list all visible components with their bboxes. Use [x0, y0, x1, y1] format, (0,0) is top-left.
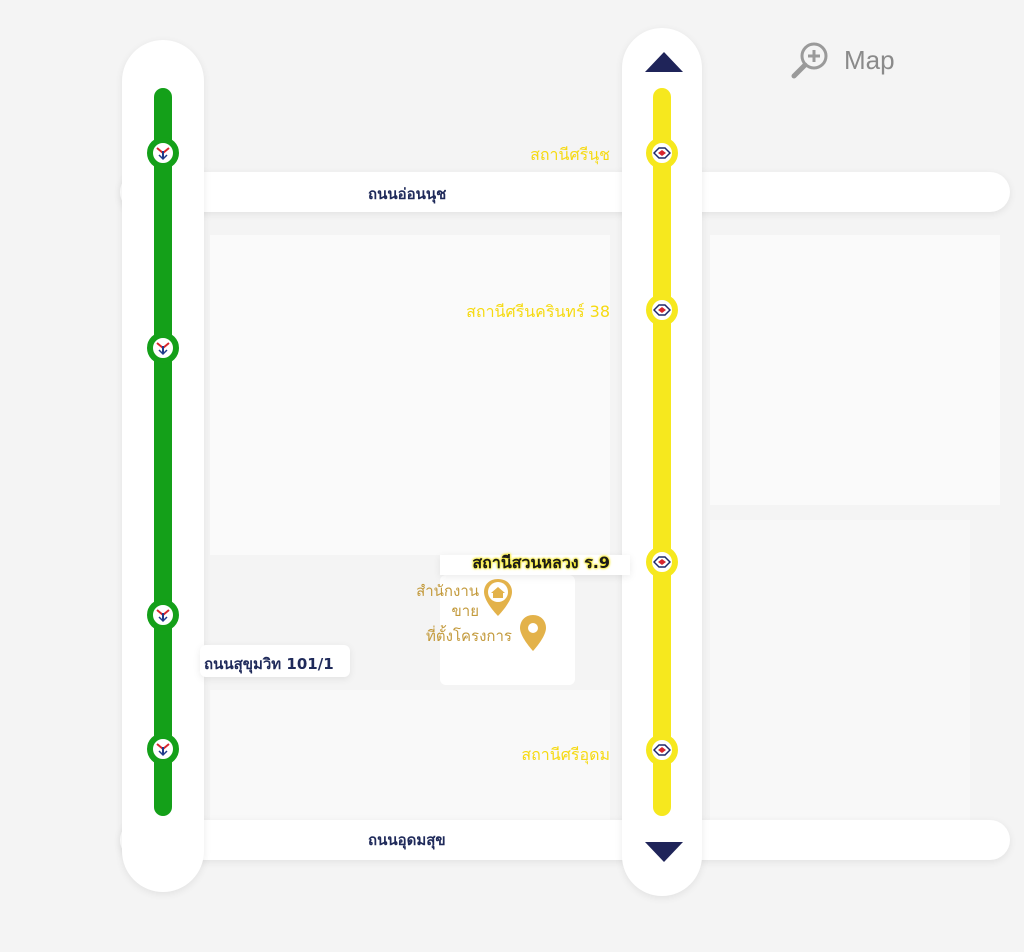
yellow-station-3[interactable] — [646, 546, 678, 578]
arrow-down-icon[interactable] — [645, 842, 683, 862]
mrt-logo-icon — [653, 147, 671, 159]
map-block — [210, 235, 610, 555]
road-north — [120, 172, 1010, 212]
road-label-south: ถนนอุดมสุข — [368, 831, 446, 849]
yellow-station-label: สถานีศรีนครินทร์ 38 — [466, 302, 610, 321]
road-sukhumvit-spur — [200, 645, 350, 677]
sales-office-label: สำนักงาน ขาย — [416, 582, 479, 620]
yellow-station-2[interactable] — [646, 294, 678, 326]
project-pin-icon[interactable] — [518, 614, 548, 656]
road-label-west: ถนนสุขุมวิท 101/1 — [204, 655, 334, 673]
map-block — [710, 235, 1000, 505]
yellow-station-label: สถานีศรีอุดม — [521, 745, 610, 764]
map-block — [210, 690, 610, 820]
yellow-station-4[interactable] — [646, 734, 678, 766]
green-station-4[interactable] — [147, 733, 179, 765]
green-station-3[interactable] — [147, 599, 179, 631]
green-station-2[interactable] — [147, 332, 179, 364]
mrt-logo-icon — [653, 744, 671, 756]
zoom-label: Map — [844, 44, 895, 75]
green-station-1[interactable] — [147, 137, 179, 169]
zoom-in-icon — [791, 42, 828, 79]
bts-logo-icon — [156, 609, 170, 623]
map-block — [710, 520, 970, 820]
yellow-line — [653, 88, 671, 816]
road-south — [120, 820, 1010, 860]
road-local — [440, 555, 630, 575]
bts-logo-icon — [156, 342, 170, 356]
project-location-label: ที่ตั้งโครงการ — [426, 627, 512, 645]
road-label-north: ถนนอ่อนนุช — [368, 185, 447, 203]
mrt-logo-icon — [653, 556, 671, 568]
yellow-station-1[interactable] — [646, 137, 678, 169]
zoom-map-button[interactable]: Map — [790, 40, 895, 80]
mrt-logo-icon — [653, 304, 671, 316]
bts-logo-icon — [156, 147, 170, 161]
sales-office-pin-icon[interactable] — [482, 578, 514, 622]
yellow-station-label: สถานีสวนหลวง ร.9 — [472, 553, 610, 572]
bts-logo-icon — [156, 743, 170, 757]
green-line — [154, 88, 172, 816]
yellow-station-label: สถานีศรีนุช — [530, 145, 610, 164]
arrow-up-icon[interactable] — [645, 52, 683, 72]
